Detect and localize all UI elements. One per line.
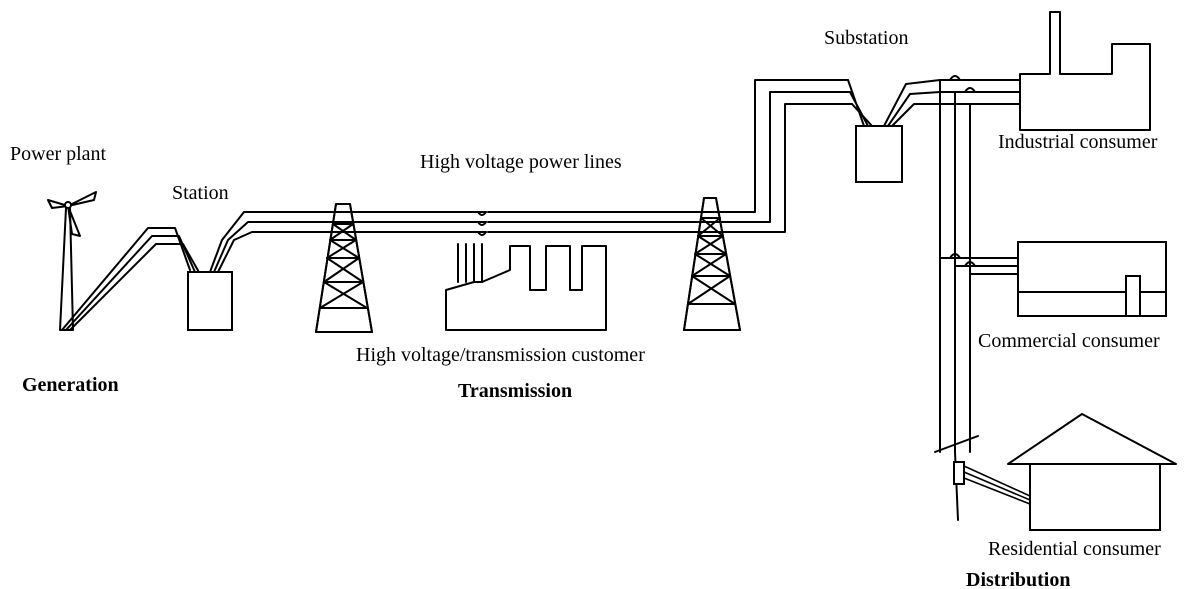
high-voltage-lines-label: High voltage power lines <box>420 151 622 173</box>
transmission-tower-1 <box>315 203 373 333</box>
transmission-customer-factory <box>445 243 607 331</box>
transmission-stage-label: Transmission <box>458 380 572 402</box>
station-transformer <box>187 211 487 331</box>
distribution-stage-label: Distribution <box>966 569 1070 589</box>
commercial-consumer-building <box>1017 241 1167 317</box>
power-plant-label: Power plant <box>10 143 107 165</box>
power-plant-turbine <box>47 191 201 331</box>
commercial-consumer-label: Commercial consumer <box>978 330 1160 352</box>
substation-transformer <box>847 79 1021 183</box>
industrial-consumer-building <box>1019 11 1151 131</box>
residential-consumer-house <box>934 413 1177 531</box>
distribution-feeders <box>939 75 1019 453</box>
station-label: Station <box>172 182 229 204</box>
transmission-customer-label: High voltage/transmission customer <box>356 344 645 366</box>
industrial-consumer-label: Industrial consumer <box>998 131 1158 153</box>
substation-label: Substation <box>824 27 908 49</box>
generation-stage-label: Generation <box>22 374 119 396</box>
high-voltage-lines <box>477 79 853 236</box>
residential-consumer-label: Residential consumer <box>988 538 1161 560</box>
transmission-tower-2 <box>683 197 741 331</box>
